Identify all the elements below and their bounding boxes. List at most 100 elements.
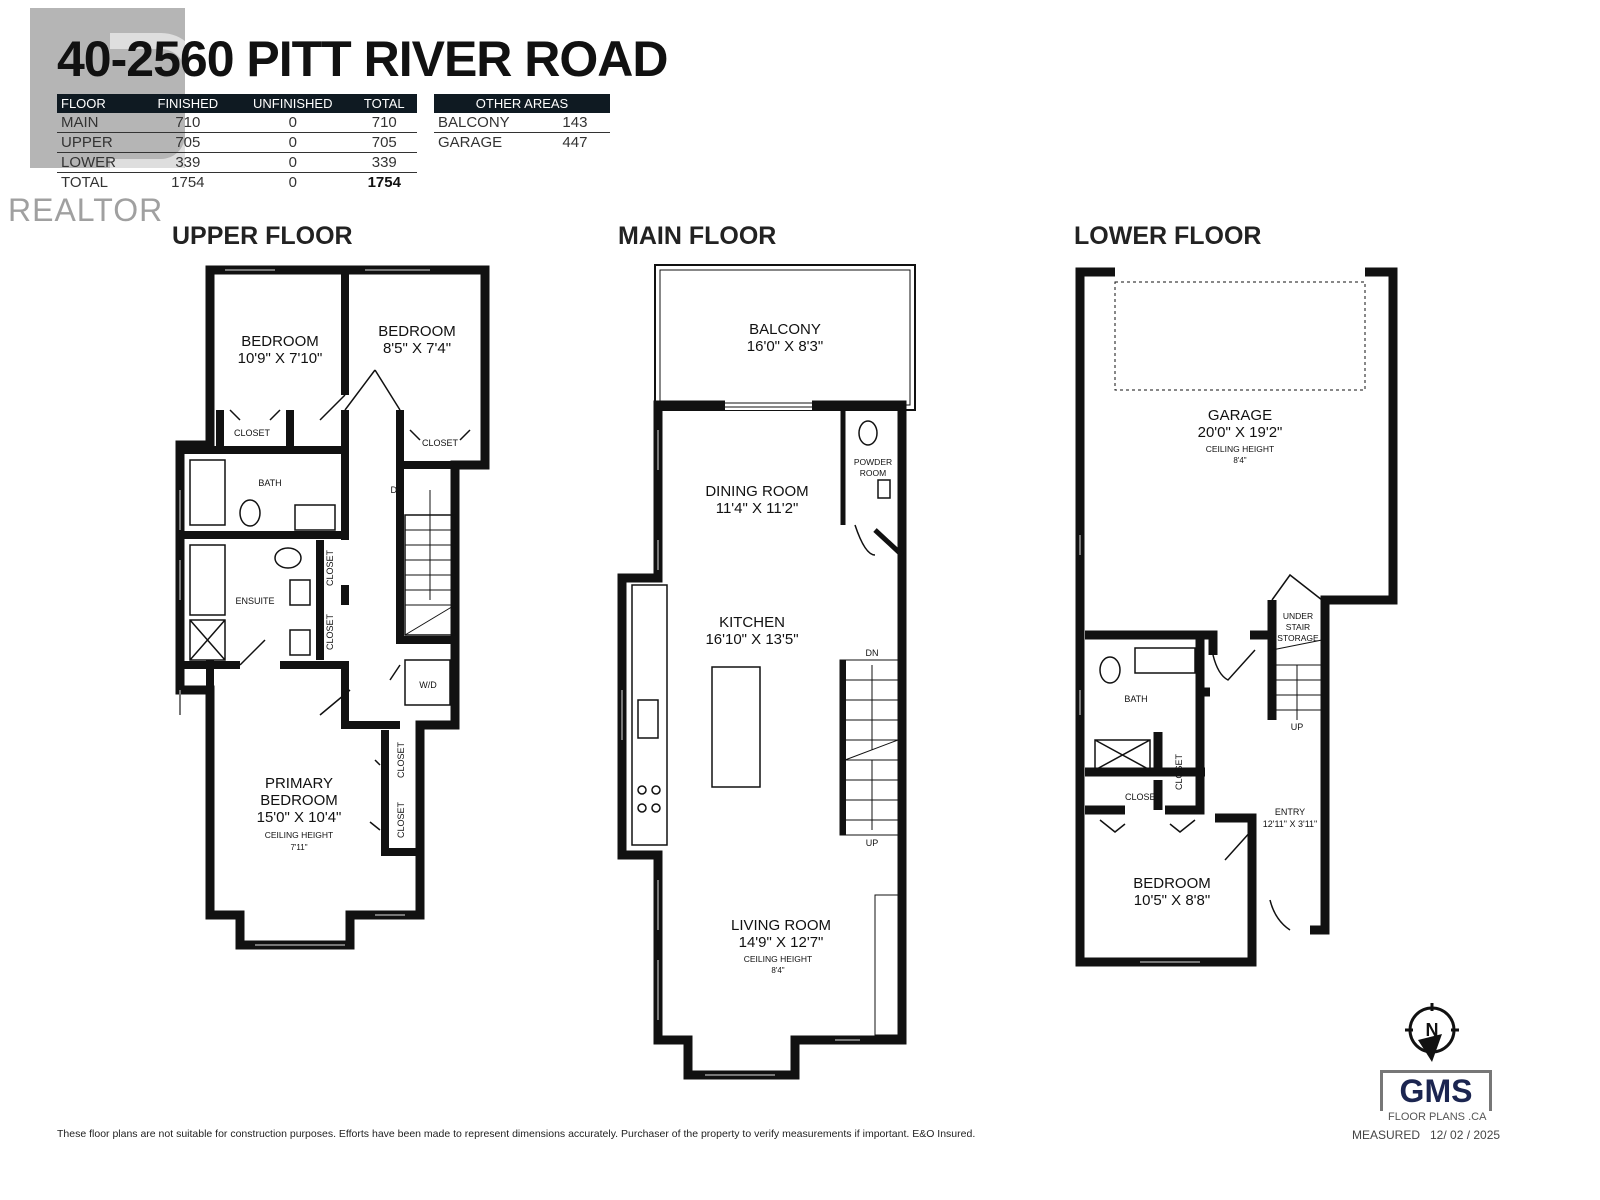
garage-dims: 20'0" X 19'2"	[1198, 424, 1283, 441]
main-up-label: UP	[866, 838, 879, 848]
cell: BALCONY	[434, 113, 559, 133]
measured-label: MEASURED	[1352, 1128, 1421, 1142]
entry-label: ENTRY	[1275, 807, 1305, 817]
cell: 705	[141, 132, 234, 153]
cell: 710	[351, 113, 417, 133]
upper-stairs	[404, 490, 456, 636]
upper-ensuite-label: ENSUITE	[235, 596, 274, 606]
cell: 0	[233, 113, 352, 133]
cell: 0	[233, 152, 352, 173]
cell: 0	[233, 132, 352, 153]
upper-bath-label: BATH	[258, 478, 281, 488]
primary-ceiling-label: CEILING HEIGHT	[265, 830, 333, 840]
cell: 339	[351, 152, 417, 173]
lower-bedroom-dims: 10'5" X 8'8"	[1134, 892, 1210, 909]
living-ceiling-label: CEILING HEIGHT	[744, 954, 812, 964]
lower-closet1-label: CLOSET	[1174, 753, 1184, 790]
main-floor-plan	[617, 264, 916, 1080]
upper-bedroom1-label: BEDROOM	[241, 333, 319, 350]
cell: GARAGE	[438, 134, 503, 151]
lower-bath-label: BATH	[1124, 694, 1147, 704]
upper-wd-label: W/D	[419, 680, 437, 690]
primary-bedroom-label2: BEDROOM	[260, 792, 338, 809]
cell: 0	[288, 174, 297, 191]
lower-outer-walls	[1075, 267, 1398, 967]
kitchen-island	[711, 666, 761, 788]
upper-dn-label: DN	[391, 485, 404, 495]
table-row: GARAGE 447	[434, 133, 610, 153]
living-ceiling-value: 8'4"	[771, 966, 784, 975]
header-finished: FINISHED	[141, 94, 234, 113]
header-unfinished: UNFINISHED	[233, 94, 352, 113]
storage-label2: STAIR	[1286, 622, 1310, 632]
balcony-label: BALCONY	[749, 321, 821, 338]
compass-icon: N	[1405, 1003, 1459, 1062]
cell: UPPER	[57, 132, 142, 153]
svg-text:N: N	[1426, 1020, 1439, 1040]
upper-bedroom2-dims: 8'5" X 7'4"	[383, 340, 451, 357]
upper-windows	[179, 269, 430, 946]
upper-doors	[229, 369, 471, 831]
cell: 1754	[171, 174, 205, 191]
garage-label: GARAGE	[1208, 407, 1272, 424]
entry-dims: 12'11" X 3'11"	[1263, 819, 1318, 829]
powder-room-label2: ROOM	[860, 468, 886, 478]
main-floor-heading: MAIN FLOOR	[618, 222, 777, 250]
lower-bedroom-label: BEDROOM	[1133, 875, 1211, 892]
header-total: TOTAL	[351, 94, 417, 113]
living-room-dims: 14'9" X 12'7"	[739, 934, 824, 951]
cell: MAIN	[57, 113, 142, 133]
disclaimer: These floor plans are not suitable for c…	[57, 1128, 976, 1140]
cell: 339	[141, 152, 234, 173]
lower-floor-heading: LOWER FLOOR	[1074, 222, 1262, 250]
lower-stairs	[1271, 639, 1323, 720]
gms-logo-text: GMS	[1399, 1073, 1473, 1109]
main-windows	[621, 430, 860, 1076]
upper-closet5-label: CLOSET	[396, 741, 406, 778]
upper-closet3-label: CLOSET	[325, 549, 335, 586]
storage-label1: UNDER	[1283, 611, 1313, 621]
cell: 447	[562, 134, 588, 151]
upper-closet6-label: CLOSET	[396, 801, 406, 838]
table-row: TOTAL 1754 0 1754	[57, 173, 417, 193]
dining-room-label: DINING ROOM	[705, 483, 808, 500]
primary-ceiling-value: 7'11"	[290, 843, 307, 852]
upper-closet2-label: CLOSET	[422, 438, 459, 448]
main-dn-label: DN	[866, 648, 879, 658]
upper-bedroom2-label: BEDROOM	[378, 323, 456, 340]
cell: LOWER	[57, 152, 142, 173]
table-header: FLOOR FINISHED UNFINISHED TOTAL	[57, 94, 417, 113]
upper-floor-plan	[175, 265, 490, 950]
cell: 710	[141, 113, 234, 133]
upper-closet1-label: CLOSET	[234, 428, 271, 438]
kitchen-counter	[631, 584, 668, 846]
lower-up-label: UP	[1291, 722, 1304, 732]
lower-closet2-label: CLOSET	[1125, 792, 1162, 802]
upper-bedroom1-dims: 10'9" X 7'10"	[238, 350, 323, 367]
lower-interior-walls	[1085, 600, 1277, 930]
garage-ceiling-label: CEILING HEIGHT	[1206, 444, 1274, 454]
garage-ceiling-value: 8'4"	[1233, 456, 1246, 465]
header-other-areas: OTHER AREAS	[434, 94, 610, 113]
lower-windows	[1079, 535, 1200, 963]
balcony-dims: 16'0" X 8'3"	[747, 338, 823, 355]
dining-room-dims: 11'4" X 11'2"	[716, 500, 799, 517]
main-stairs	[839, 659, 899, 836]
lower-floor-plan	[1075, 267, 1398, 967]
cell: 1754	[367, 174, 401, 191]
primary-bedroom-dims: 15'0" X 10'4"	[257, 809, 342, 826]
upper-closet-walls	[341, 585, 420, 856]
living-room-label: LIVING ROOM	[731, 917, 831, 934]
cell: TOTAL	[61, 174, 108, 191]
gms-logo: GMS	[1380, 1070, 1492, 1111]
realtor-watermark-text: REALTOR	[8, 192, 164, 228]
primary-bedroom-label1: PRIMARY	[265, 775, 333, 792]
garage-door	[1114, 281, 1366, 391]
